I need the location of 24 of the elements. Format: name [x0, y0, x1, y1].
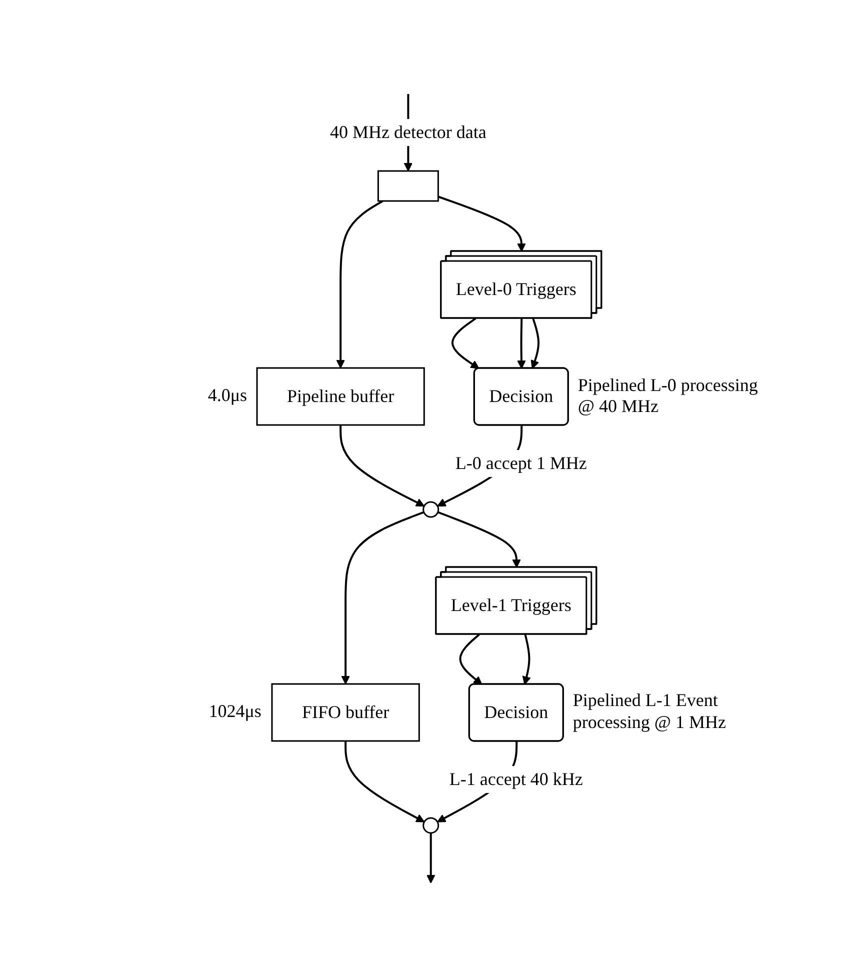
node-box	[377, 170, 439, 202]
node-box: FIFO buffer	[271, 682, 420, 742]
edge-label: L-0 accept 1 MHz	[455, 452, 587, 472]
annotation-text: 1024μs	[208, 700, 262, 723]
arrow	[516, 318, 526, 368]
node-box: Pipeline buffer	[256, 366, 425, 426]
arrow	[530, 318, 540, 368]
edge-label: L-1 accept 40 kHz	[449, 768, 583, 788]
arrow	[344, 740, 424, 822]
arrow	[451, 317, 480, 368]
annotation-text: Pipelined L-0 processing @ 40 MHz	[578, 374, 759, 418]
annotation-text: Pipelined L-1 Event processing @ 1 MHz	[572, 690, 727, 734]
node-circle	[422, 816, 439, 834]
arrow	[336, 200, 384, 368]
arrow	[437, 510, 521, 568]
annotation-text: 4.0μs	[208, 385, 247, 407]
arrow	[522, 634, 531, 684]
node-circle	[422, 500, 439, 518]
arrow	[340, 510, 424, 684]
arrow	[459, 633, 482, 684]
arrow	[438, 195, 526, 252]
edge-label: 40 MHz detector data	[330, 122, 486, 142]
arrow	[426, 832, 436, 883]
arrow	[339, 424, 424, 506]
